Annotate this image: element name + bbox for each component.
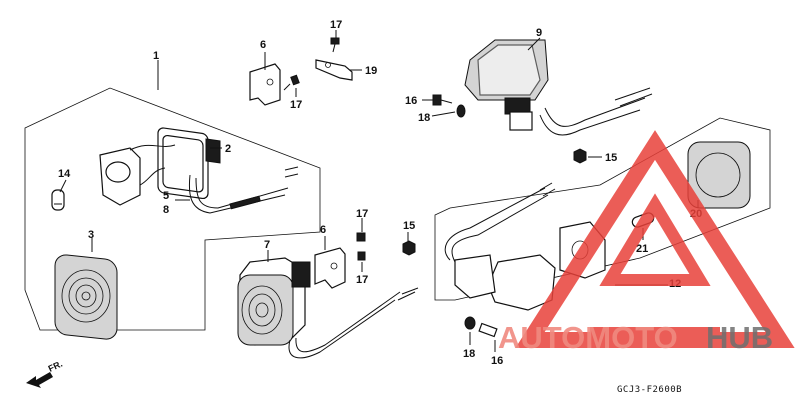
screw-part-17-top [330,37,340,53]
callout-19: 19 [365,65,377,77]
lens-left-front [54,254,118,340]
callout-14: 14 [58,168,71,180]
left-front-assembly-frame [24,87,321,331]
callout-15-top: 15 [605,152,617,164]
diagram-code: GCJ3-F2600B [617,385,682,395]
callout-1: 1 [153,50,159,62]
callout-6-top: 6 [260,39,266,51]
callout-18-top: 18 [418,112,430,124]
callout-15-lower: 15 [403,220,415,232]
callout-17-lower-a: 17 [356,208,368,220]
direction-label: FR. [47,359,64,374]
screw-part-17-mid [283,74,300,91]
callout-7: 7 [264,239,270,251]
bulb-part [51,189,65,211]
right-rear-assembly-frame [434,117,771,301]
washer-part-18-lower [464,316,476,330]
callout-18-lower: 18 [463,348,475,360]
callout-17-lower-b: 17 [356,274,368,286]
nut-part-15-lower [402,240,416,256]
screw-part-16-lower [478,322,498,338]
bulb-socket-part [99,144,176,206]
watermark-text-hub: HUB [706,320,773,355]
front-arrow-icon: FR. [26,359,64,388]
watermark-text-automoto: AUTOMOTO [498,320,678,355]
winker-unit-left-rear [237,257,419,359]
callout-8: 8 [163,204,169,216]
lens-right-rear [687,141,751,209]
callout-6-lower: 6 [320,224,326,236]
callout-17-mid: 17 [290,99,302,111]
stay-part-19 [315,59,353,81]
nut-part-15-top [573,148,587,164]
callout-16-top: 16 [405,95,417,107]
screw-part-17-lower-a [356,232,366,242]
callout-21: 21 [636,243,648,255]
callout-17-top: 17 [330,19,342,31]
callout-16-lower: 16 [491,355,503,367]
callout-9: 9 [536,27,542,39]
callout-3: 3 [88,229,94,241]
winker-unit-right-rear [444,182,556,311]
leader-lines [59,30,699,352]
screw-part-16-top [432,94,453,106]
washer-part-18-top [456,104,466,118]
winker-unit-right-front [464,39,653,136]
bracket-part-6-lower [314,247,346,289]
callout-5: 5 [163,190,169,202]
bracket-part-6-top [249,63,281,106]
callout-2: 2 [225,143,231,155]
watermark-triangle-logo [515,130,795,348]
screw-part-17-lower-b [357,251,366,261]
